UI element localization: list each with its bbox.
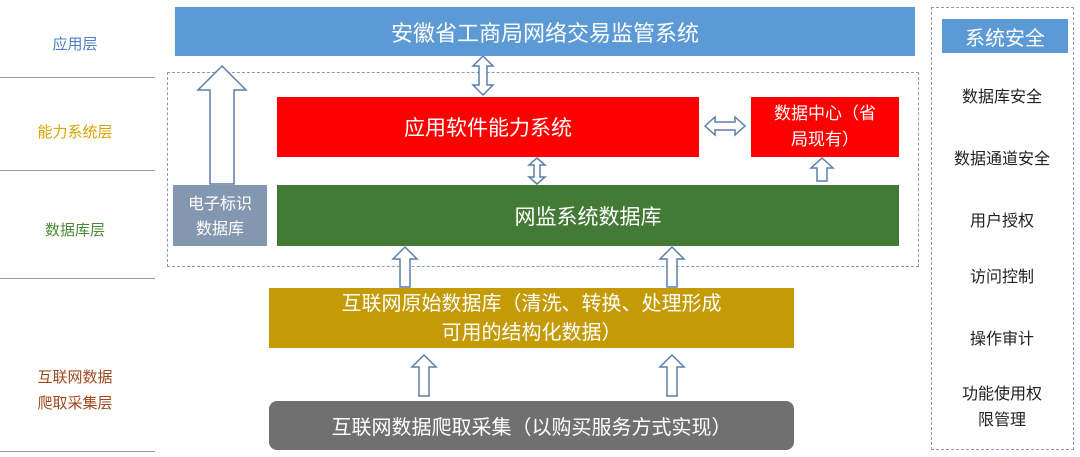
- e-label-line1: 电子标识: [187, 193, 252, 213]
- raw-db-box: 互联网原始数据库（清洗、转换、处理形成 可用的结构化数据）: [269, 288, 794, 348]
- layer-separator: [0, 77, 155, 78]
- layer-separator: [0, 170, 155, 171]
- security-item: 访问控制: [969, 267, 1034, 286]
- up-arrow-raw-to-db-right: [658, 245, 686, 288]
- double-arrow-horizontal: [703, 115, 747, 137]
- layer-label-crawl-line1: 互联网数据: [37, 368, 113, 386]
- data-center-line2: 局现有）: [791, 130, 859, 150]
- capability-database-frame: [167, 72, 919, 267]
- security-title: 系统安全: [942, 19, 1068, 53]
- layer-label-capability: 能力系统层: [37, 123, 113, 141]
- double-arrow-top: [471, 54, 495, 97]
- layer-label-crawl: 互联网数据 爬取采集层: [0, 360, 150, 420]
- data-center-line1: 数据中心（省: [774, 104, 876, 124]
- e-label-line2: 数据库: [195, 218, 244, 238]
- top-system-box: 安徽省工商局网络交易监管系统: [175, 7, 915, 56]
- up-arrow-data-center: [809, 156, 835, 182]
- security-item: 用户授权: [969, 211, 1034, 230]
- layer-label-database: 数据库层: [44, 221, 105, 239]
- security-item: 数据通道安全: [953, 149, 1050, 168]
- double-arrow-middle: [527, 157, 547, 185]
- layer-separator: [0, 278, 155, 279]
- crawl-box: 互联网数据爬取采集（以购买服务方式实现）: [269, 401, 794, 450]
- security-item: 数据库安全: [961, 87, 1042, 106]
- security-last-line1: 功能使用权: [961, 384, 1042, 403]
- up-arrow-raw-to-db-left: [391, 245, 419, 288]
- raw-db-line1: 互联网原始数据库（清洗、转换、处理形成: [341, 291, 722, 315]
- e-label-db-box: 电子标识 数据库: [173, 185, 267, 246]
- layer-label-app: 应用层: [52, 35, 98, 53]
- layer-label-crawl-line2: 爬取采集层: [37, 394, 113, 412]
- monitor-db-box: 网监系统数据库: [277, 185, 899, 246]
- security-frame: [931, 7, 1074, 450]
- app-software-box: 应用软件能力系统: [277, 97, 699, 157]
- data-center-box: 数据中心（省 局现有）: [751, 97, 899, 157]
- layer-separator: [0, 451, 155, 452]
- security-item-last: 功能使用权 限管理: [932, 381, 1072, 433]
- big-up-arrow: [196, 64, 248, 185]
- up-arrow-crawl-to-raw-right: [658, 353, 686, 397]
- up-arrow-crawl-to-raw-left: [410, 353, 438, 397]
- security-last-line2: 限管理: [977, 410, 1026, 429]
- raw-db-line2: 可用的结构化数据）: [441, 320, 622, 344]
- security-item: 操作审计: [969, 329, 1034, 348]
